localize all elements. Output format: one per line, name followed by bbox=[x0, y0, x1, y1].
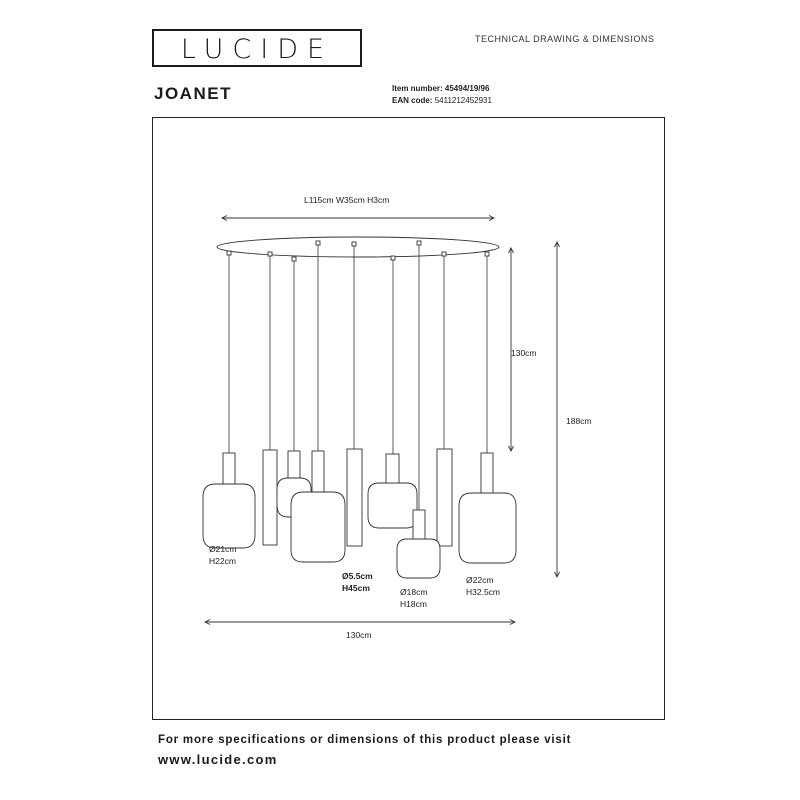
shade-small-diameter-label: Ø21cm bbox=[209, 544, 236, 554]
ean-code-line: EAN code: 5411212452931 bbox=[392, 96, 492, 105]
shade-small-height-label: H22cm bbox=[209, 556, 236, 566]
cable-anchors bbox=[226, 240, 490, 262]
pendant-shade-mini bbox=[396, 509, 441, 579]
pendant-shade-medium-front bbox=[290, 450, 346, 563]
ean-code-value: 5411212452931 bbox=[434, 96, 492, 105]
shade-mini-height-label: H18cm bbox=[400, 599, 427, 609]
total-width-dimension bbox=[203, 619, 517, 625]
total-height-label: 188cm bbox=[566, 416, 592, 426]
product-name: JOANET bbox=[154, 84, 232, 103]
document-subtitle: TECHNICAL DRAWING & DIMENSIONS bbox=[475, 34, 655, 44]
pendant-shade-small-left bbox=[202, 452, 256, 549]
tube-diameter-label: Ø5.5cm bbox=[342, 571, 373, 581]
shade-large-diameter-label: Ø22cm bbox=[466, 575, 493, 585]
cable-length-label: 130cm bbox=[511, 348, 537, 358]
pendant-shade-large-right bbox=[458, 452, 517, 564]
pendant-tube-2 bbox=[346, 448, 363, 547]
ceiling-canopy bbox=[216, 236, 500, 258]
total-width-label: 130cm bbox=[346, 630, 372, 640]
pendant-tube-3 bbox=[436, 448, 453, 547]
item-number-line: Item number: 45494/19/96 bbox=[392, 84, 489, 93]
pendant-tube-1 bbox=[262, 449, 278, 546]
brand-logo: LUCIDE bbox=[152, 29, 362, 67]
footer-info-text: For more specifications or dimensions of… bbox=[158, 734, 572, 746]
tube-height-label: H45cm bbox=[342, 583, 370, 593]
item-number-label: Item number: bbox=[392, 84, 443, 93]
drawing-frame bbox=[152, 117, 665, 720]
canopy-dimensions-label: L115cm W35cm H3cm bbox=[304, 195, 389, 205]
ean-code-label: EAN code: bbox=[392, 96, 433, 105]
pendant-shade-center-right bbox=[367, 453, 418, 529]
footer-website-link[interactable]: www.lucide.com bbox=[158, 752, 278, 767]
canopy-width-dimension bbox=[220, 215, 496, 221]
cable-length-dimension bbox=[508, 246, 514, 453]
brand-logo-text: LUCIDE bbox=[180, 34, 334, 65]
shade-mini-diameter-label: Ø18cm bbox=[400, 587, 427, 597]
total-height-dimension bbox=[554, 240, 560, 579]
item-number-value: 45494/19/96 bbox=[444, 84, 490, 93]
suspension-cables bbox=[228, 244, 488, 510]
shade-large-height-label: H32.5cm bbox=[466, 587, 500, 597]
